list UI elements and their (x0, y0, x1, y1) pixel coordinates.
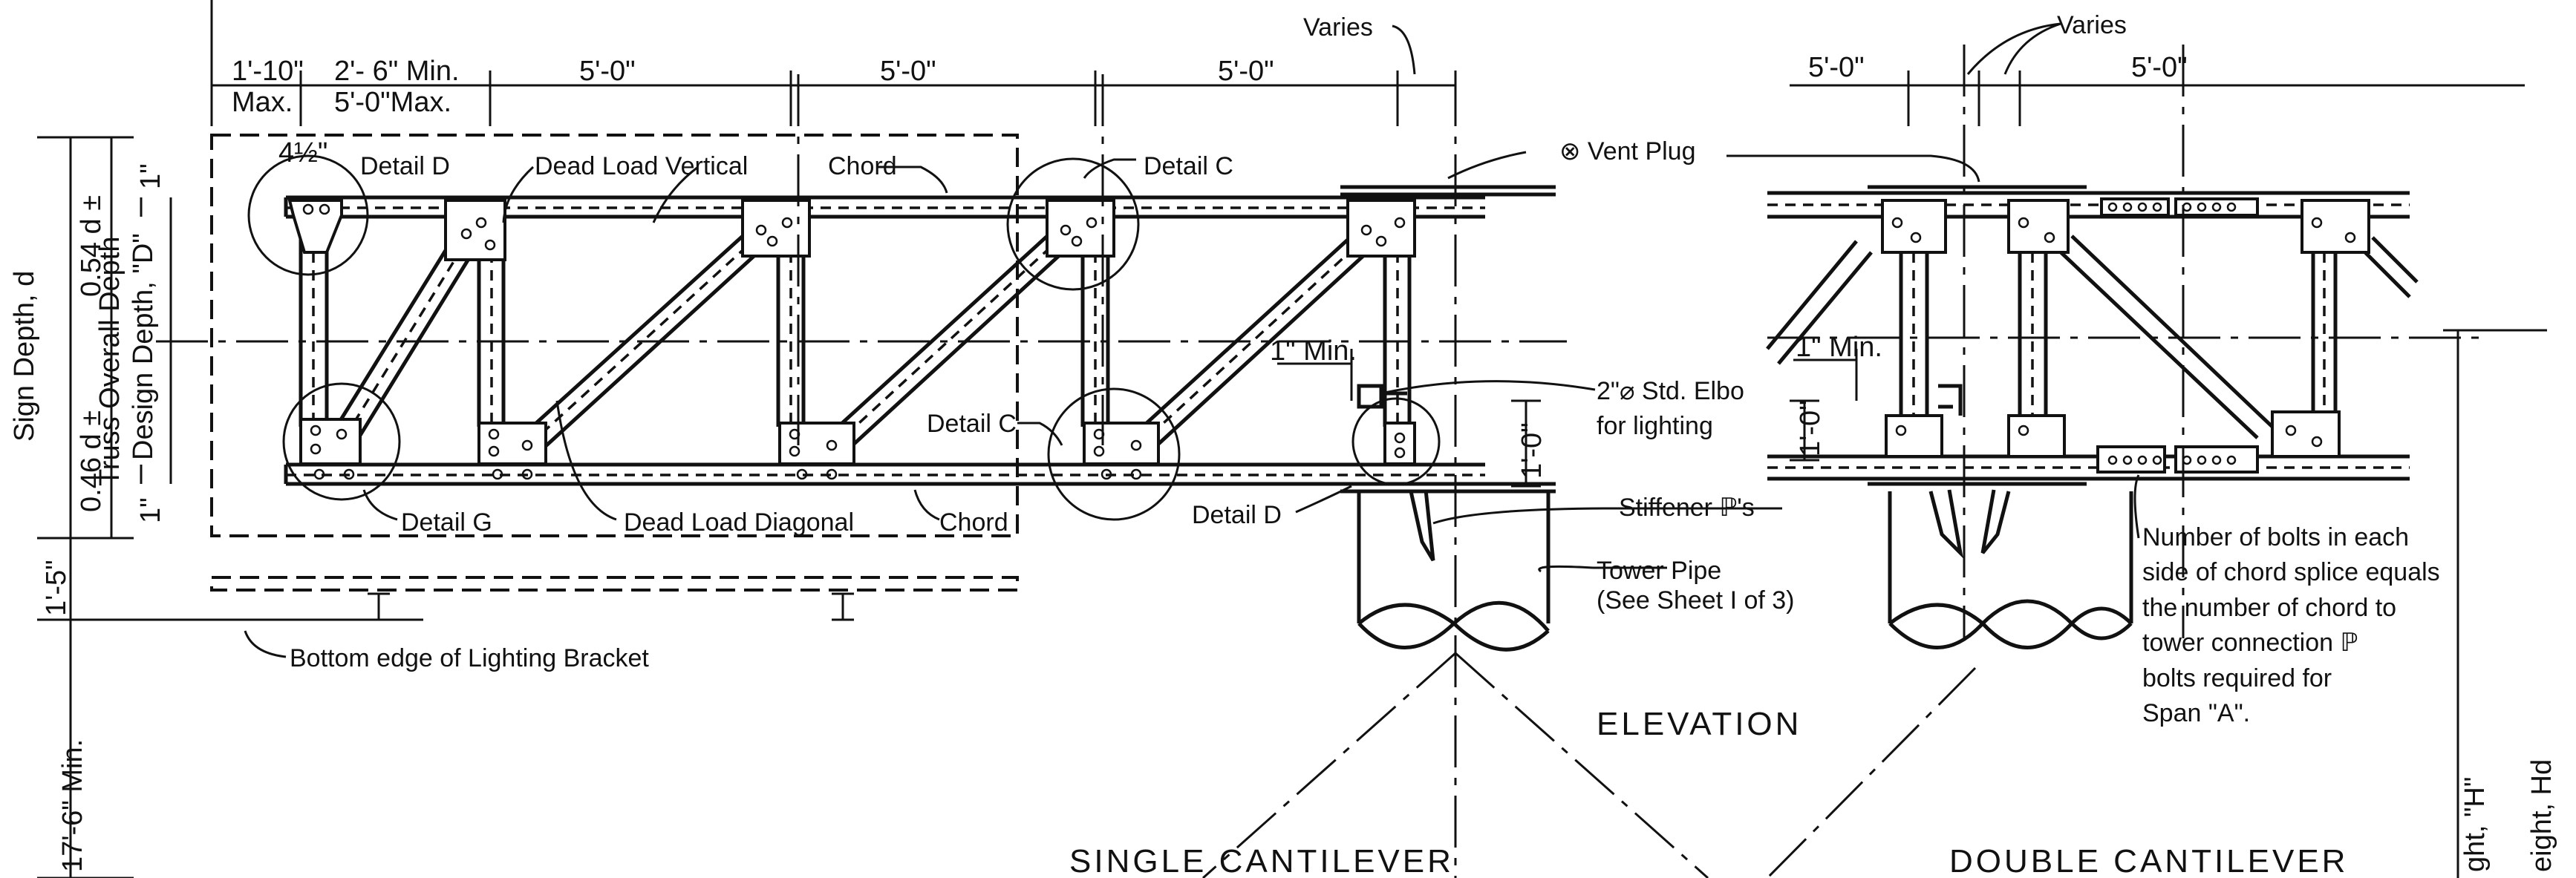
detail-c-bottom-label: Detail C (927, 410, 1017, 438)
double-cantilever-title: DOUBLE CANTILEVER (1949, 843, 2348, 878)
stiffener-label: Stiffener ℙ's (1619, 494, 1755, 522)
bottom-edge-label: Bottom edge of Lighting Bracket (290, 644, 649, 672)
bolts-note-1: Number of bolts in each (2142, 523, 2409, 551)
right-partial-2: eight, Hd (2526, 759, 2557, 872)
dim-one-in-bottom: 1" (135, 497, 166, 523)
dim-one-in-top: 1" (135, 163, 166, 189)
chord-bottom-label: Chord (939, 508, 1008, 537)
dim-four-half: 4½" (278, 137, 327, 168)
elevation-title: ELEVATION (1597, 706, 1801, 742)
bolts-note-2: side of chord splice equals (2142, 558, 2440, 586)
tower-pipe-single (1357, 491, 1551, 652)
right-partial-1: ght, "H" (2459, 777, 2491, 872)
varies-left-label: Varies (1303, 13, 1373, 42)
dim-5-0-a: 5'-0" (579, 56, 636, 87)
detail-d-top-label: Detail D (360, 152, 450, 180)
dim-1-10-sub: Max. (232, 87, 293, 118)
detail-g-label: Detail G (401, 508, 492, 537)
centerlines (156, 45, 2480, 878)
leader-lines (244, 22, 2140, 658)
dim-2-6-sub: 5'-0"Max. (334, 87, 451, 118)
dead-load-vertical-label: Dead Load Vertical (535, 152, 748, 180)
varies-right-label: Varies (2057, 11, 2127, 39)
dim-dbl-right: 5'-0" (2131, 52, 2188, 83)
dimension-lines (37, 0, 2547, 878)
double-cantilever-truss (1766, 185, 2419, 649)
truss-depth-label: Truss Overall Depth (94, 237, 125, 486)
vent-plug-label: ⊗ Vent Plug (1559, 137, 1696, 166)
detail-circles (247, 154, 1441, 521)
bolts-note-4: tower connection ℙ (2142, 629, 2358, 657)
single-cantilever-title: SINGLE CANTILEVER (1069, 843, 1454, 878)
text-labels: Varies Varies ⊗ Vent Plug Detail D Dead … (290, 11, 2440, 878)
single-cantilever-truss (284, 185, 1556, 562)
bolts-note-3: the number of chord to (2142, 594, 2396, 622)
dimension-text: 1'-10" Max. 2'- 6" Min. 5'-0"Max. 5'-0" … (9, 52, 2557, 872)
dim-5-0-c: 5'-0" (1218, 56, 1274, 87)
tower-pipe-label-2: (See Sheet I of 3) (1597, 586, 1795, 615)
design-depth-label: Design Depth, "D" (128, 233, 159, 460)
elbow-label-2: for lighting (1597, 412, 1713, 440)
sign-depth-label: Sign Depth, d (9, 271, 40, 442)
clearance-min-label: 17'-6" Min. (57, 739, 88, 872)
bolts-note-6: Span "A". (2142, 699, 2250, 727)
sign-outline (210, 134, 1019, 592)
tower-pipe-label-1: Tower Pipe (1597, 557, 1721, 585)
detail-c-top-label: Detail C (1144, 152, 1233, 180)
clearance-small-label: 1'-5" (41, 560, 72, 616)
dim-2-6: 2'- 6" Min. (334, 56, 460, 87)
lower-frac-label: 0.46 d ± (76, 410, 107, 512)
dim-one-ft: 1'-0" (1516, 422, 1548, 479)
detail-d-bottom-label: Detail D (1192, 501, 1282, 529)
bolts-note-5: bolts required for (2142, 664, 2332, 692)
dim-5-0-b: 5'-0" (880, 56, 936, 87)
dim-dbl-left: 5'-0" (1808, 52, 1865, 83)
chord-top-label: Chord (828, 152, 897, 180)
dim-one-min: 1" Min. (1270, 335, 1357, 367)
dim-one-min-right: 1" Min. (1796, 332, 1882, 363)
dim-one-ft-right: 1'-0" (1795, 400, 1826, 456)
dim-1-10: 1'-10" (232, 56, 304, 87)
upper-frac-label: 0.54 d ± (76, 195, 107, 297)
dead-load-diagonal-label: Dead Load Diagonal (624, 508, 854, 537)
elbow-label-1: 2"⌀ Std. Elbo (1597, 377, 1744, 405)
